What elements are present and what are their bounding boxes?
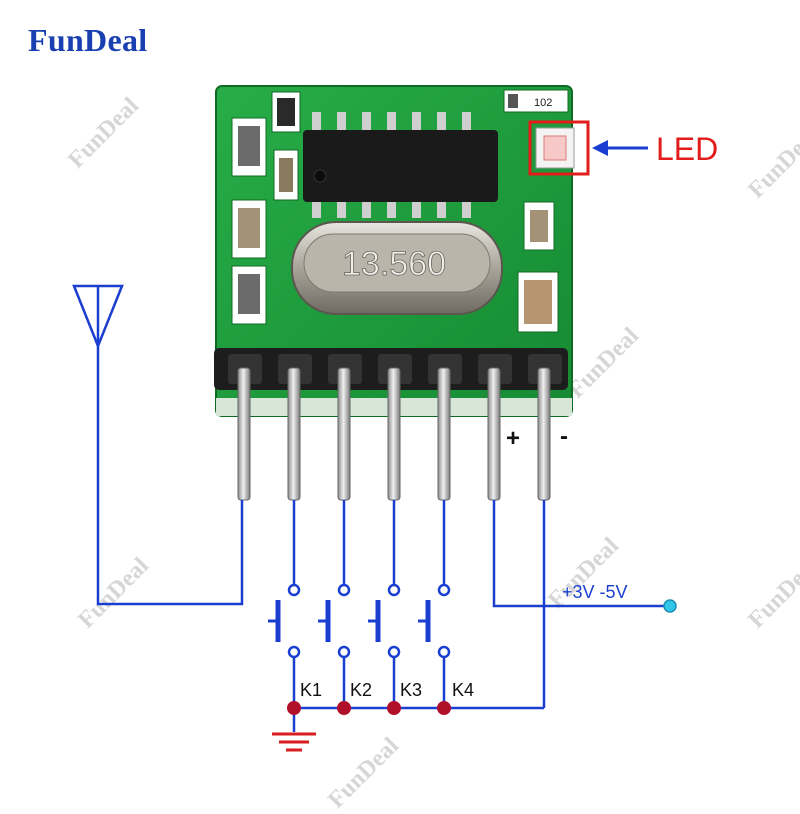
junction-node [387, 701, 401, 715]
minus-label: - [560, 423, 568, 450]
junction-nodes [287, 701, 451, 715]
crystal-oscillator: 13.560 [291, 221, 503, 315]
key-label-k3: K3 [400, 680, 422, 700]
key-label-k4: K4 [452, 680, 474, 700]
key-label-k1: K1 [300, 680, 322, 700]
junction-node [337, 701, 351, 715]
junction-node [287, 701, 301, 715]
wiring [72, 284, 668, 732]
switch-k1 [268, 583, 301, 659]
junction-node [437, 701, 451, 715]
ic-label: 102 [534, 97, 552, 109]
ic-chip [303, 112, 498, 218]
switch-k4 [418, 583, 451, 659]
brand-logo: FunDeal [28, 22, 148, 58]
plus-label: + [506, 425, 520, 452]
crystal-label: 13.560 [342, 245, 446, 283]
push-button-switches [268, 583, 451, 659]
power-terminal-icon [663, 599, 677, 613]
led-label: LED [656, 131, 718, 167]
switch-k2 [318, 583, 351, 659]
led-callout: LED [528, 120, 718, 176]
ground-icon [272, 732, 316, 752]
antenna-icon [72, 284, 124, 350]
power-label: +3V -5V [562, 582, 628, 602]
key-label-k2: K2 [350, 680, 372, 700]
smd-components-right: 102 [503, 89, 575, 333]
smd-components-left [231, 91, 301, 325]
switch-k3 [368, 583, 401, 659]
pcb-board: 13.560 102 [214, 85, 575, 417]
